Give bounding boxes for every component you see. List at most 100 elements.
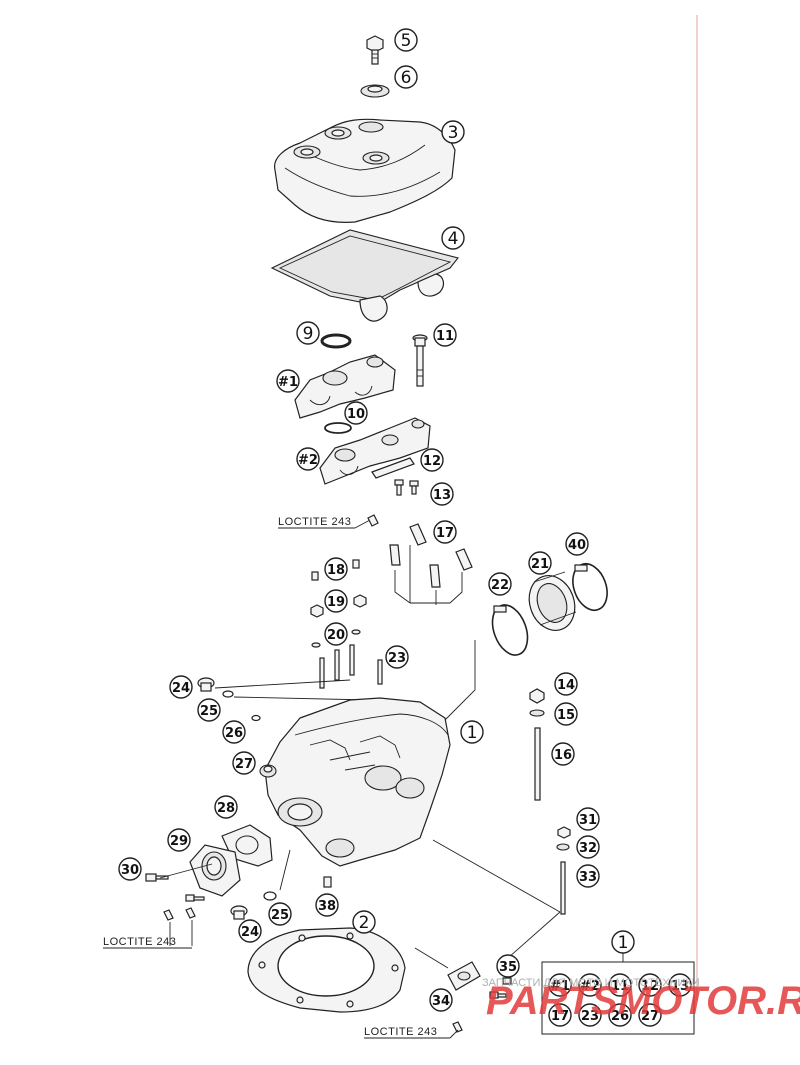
callout-40[interactable]: 40: [565, 532, 589, 556]
svg-text:31: 31: [579, 813, 597, 828]
kit-callout-label: 26: [611, 1009, 629, 1024]
svg-text:14: 14: [557, 678, 575, 693]
callout-10[interactable]: 10: [344, 401, 368, 425]
part-5-bolt: [366, 35, 384, 65]
part-24-plug-lower: [230, 905, 248, 920]
callout-h2[interactable]: #2: [296, 447, 320, 471]
callout-31[interactable]: 31: [576, 807, 600, 831]
callout-24a[interactable]: 24: [169, 675, 193, 699]
callout-17[interactable]: 17: [433, 520, 457, 544]
callout-18[interactable]: 18: [324, 557, 348, 581]
kit-callout-13[interactable]: 13: [668, 973, 692, 997]
part-6-seal: [360, 84, 390, 98]
part-11-bolt: [412, 334, 428, 387]
callout-23[interactable]: 23: [385, 645, 409, 669]
callout-5[interactable]: 5: [394, 28, 418, 52]
watermark: ЗАПЧАСТИ ДЛЯ МОТО И МОТОТЕХНИКИ PARTSMOT…: [482, 977, 800, 1023]
callout-28[interactable]: 28: [214, 795, 238, 819]
callout-24b[interactable]: 24: [238, 919, 262, 943]
part-20-washers: [311, 629, 361, 648]
callout-38[interactable]: 38: [315, 893, 339, 917]
part-27-plug: [259, 764, 277, 778]
callout-29[interactable]: 29: [167, 828, 191, 852]
callout-22[interactable]: 22: [488, 572, 512, 596]
part-16-stud: [534, 727, 541, 801]
callout-12[interactable]: 12: [420, 448, 444, 472]
kit-callout-label: #1: [550, 979, 570, 994]
callout-27[interactable]: 27: [232, 751, 256, 775]
callout-1[interactable]: 1: [460, 720, 484, 744]
kit-callout-h2[interactable]: #2: [578, 973, 602, 997]
part-40-clamp: [572, 562, 608, 612]
svg-text:27: 27: [235, 757, 253, 772]
watermark-logo-text: PARTSMOTOR.RU: [486, 979, 800, 1023]
callout-2[interactable]: 2: [352, 910, 376, 934]
svg-text:10: 10: [347, 407, 365, 422]
callout-9[interactable]: 9: [296, 321, 320, 345]
svg-text:34: 34: [432, 994, 450, 1009]
svg-text:16: 16: [554, 748, 572, 763]
callout-19[interactable]: 19: [324, 589, 348, 613]
kit-callout-circle: [578, 973, 602, 997]
kit-callout-label: #2: [580, 979, 600, 994]
svg-text:38: 38: [318, 899, 336, 914]
callout-26[interactable]: 26: [222, 720, 246, 744]
kit-callout-label: 13: [671, 979, 689, 994]
callout-25b[interactable]: 25: [268, 902, 292, 926]
callout-14[interactable]: 14: [554, 672, 578, 696]
callout-30[interactable]: 30: [118, 857, 142, 881]
part-2-head-gasket: [247, 927, 406, 1013]
kit-callout-11[interactable]: 11: [608, 973, 632, 997]
callout-21[interactable]: 21: [528, 551, 552, 575]
callout-35[interactable]: 35: [496, 954, 520, 978]
callout-13[interactable]: 13: [430, 482, 454, 506]
callout-11[interactable]: 11: [433, 323, 457, 347]
kit-callout-h1[interactable]: #1: [548, 973, 572, 997]
svg-text:29: 29: [170, 834, 188, 849]
svg-text:26: 26: [225, 726, 243, 741]
part-22-clamp: [491, 604, 529, 656]
svg-text:2: 2: [359, 913, 370, 933]
svg-text:22: 22: [491, 578, 509, 593]
svg-text:12: 12: [423, 454, 441, 469]
part-3-valve-cover: [274, 118, 456, 223]
callout-32[interactable]: 32: [576, 835, 600, 859]
part-25-oring-lower: [263, 891, 277, 901]
callout-16[interactable]: 16: [551, 742, 575, 766]
kit-callout-27[interactable]: 27: [638, 1003, 662, 1027]
part-19-nuts: [310, 594, 367, 618]
kit-callout-circle: [548, 1003, 572, 1027]
kit-callout-17[interactable]: 17: [548, 1003, 572, 1027]
svg-text:19: 19: [327, 595, 345, 610]
callout-25a[interactable]: 25: [197, 698, 221, 722]
part-12-plate: [371, 457, 415, 479]
callout-4[interactable]: 4: [441, 226, 465, 250]
callout-3[interactable]: 3: [441, 120, 465, 144]
callout-15[interactable]: 15: [554, 702, 578, 726]
kit-callout-label: 17: [551, 1009, 569, 1024]
svg-text:32: 32: [579, 841, 597, 856]
part-33-stud: [560, 861, 566, 915]
loctite-text-3: LOCTITE 243: [364, 1026, 437, 1038]
kit-callout-circle: [608, 973, 632, 997]
svg-text:9: 9: [303, 324, 314, 344]
svg-text:1: 1: [618, 933, 629, 953]
callout-6[interactable]: 6: [394, 65, 418, 89]
callout-34[interactable]: 34: [429, 988, 453, 1012]
kit-callout-26[interactable]: 26: [608, 1003, 632, 1027]
callout-h1[interactable]: #1: [276, 369, 300, 393]
kit-header-callout[interactable]: 1: [611, 930, 635, 954]
kit-callout-circle: [608, 1003, 632, 1027]
kit-callout-23[interactable]: 23: [578, 1003, 602, 1027]
callout-33[interactable]: 33: [576, 864, 600, 888]
callout-20[interactable]: 20: [324, 622, 348, 646]
svg-text:#2: #2: [298, 453, 318, 468]
watermark-small-text: ЗАПЧАСТИ ДЛЯ МОТО И МОТОТЕХНИКИ: [482, 977, 700, 989]
svg-text:3: 3: [448, 123, 459, 143]
kit-callout-circle: [578, 1003, 602, 1027]
svg-text:30: 30: [121, 863, 139, 878]
kit-callout-circle: [548, 973, 572, 997]
kit-callout-12[interactable]: 12: [638, 973, 662, 997]
